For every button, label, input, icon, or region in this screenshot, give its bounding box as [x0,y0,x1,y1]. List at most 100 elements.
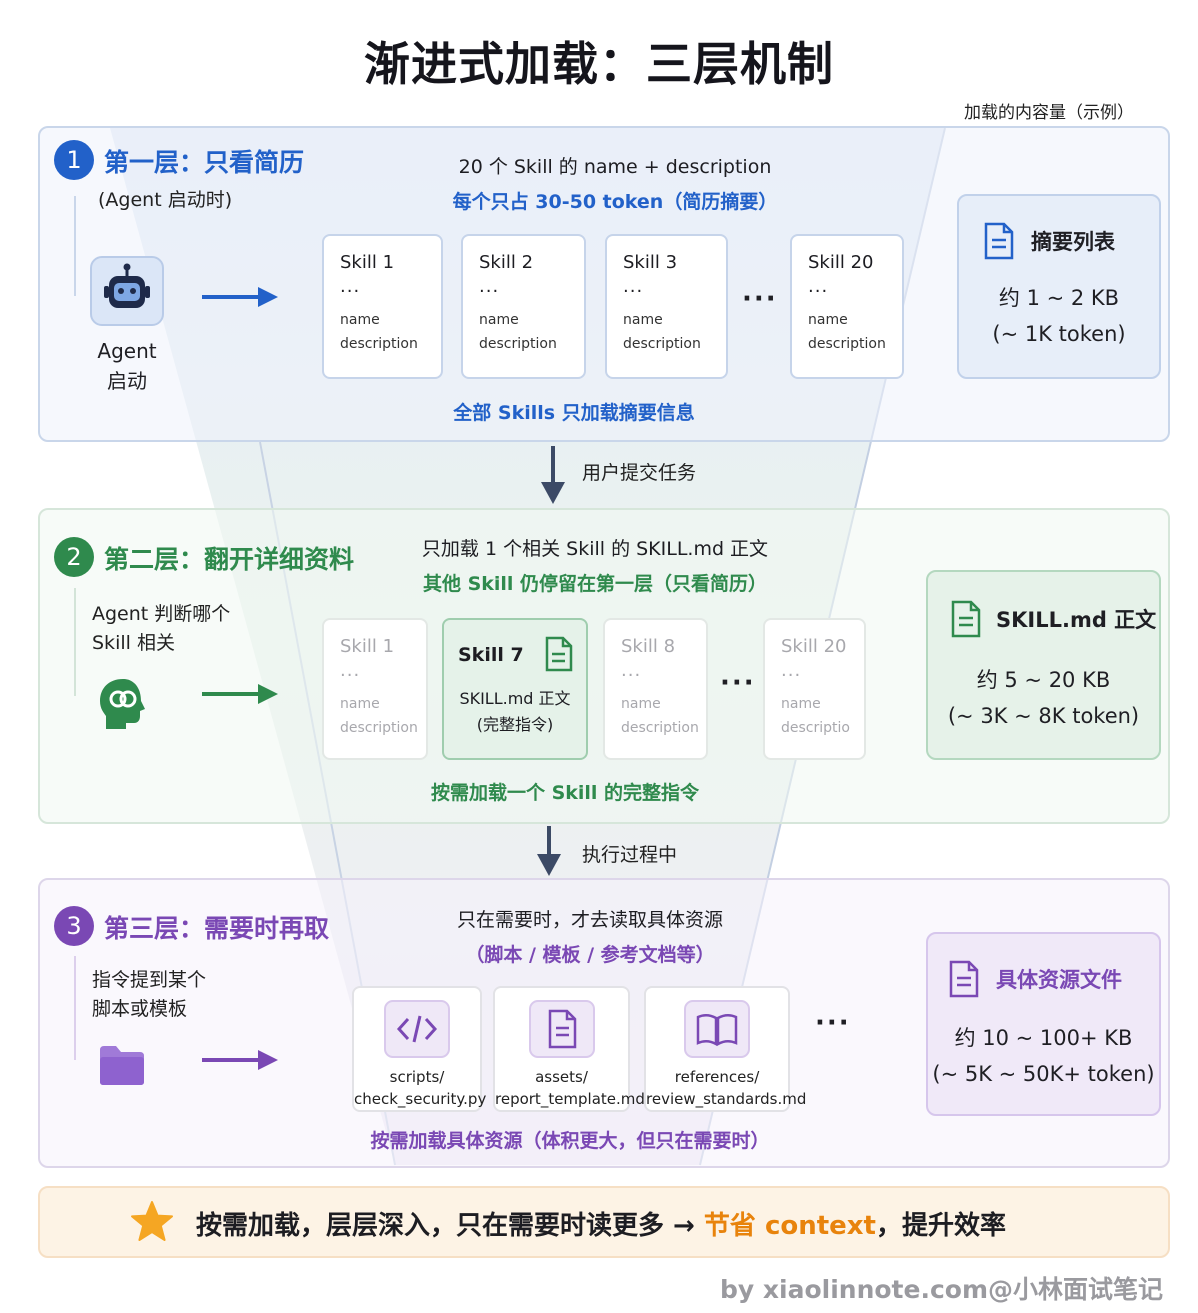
panel-tokens: (~ 5K ~ 50K+ token) [932,1062,1155,1086]
agent-avatar [90,256,164,326]
step-2-arrow [537,826,561,876]
skill-line1: name [340,312,380,328]
skill-line2: descriptio [781,720,850,736]
code-icon [396,1015,438,1043]
resource-line2: review_standards.md [646,1090,807,1108]
step-1-label: 用户提交任务 [582,462,697,484]
skill-line2: description [340,336,418,352]
skill-line1: name [479,312,519,328]
panel-tokens: (~ 3K ~ 8K token) [947,704,1140,728]
resource-label: assets/report_template.md [495,1066,645,1110]
layer-2-subtext: Agent 判断哪个 Skill 相关 [92,600,230,658]
skill-dots: ··· [340,281,361,302]
skill-card: Skill 20 ··· name description [790,234,904,379]
layer-2-ellipsis: ··· [720,668,756,698]
resource-card: assets/report_template.md [493,986,645,1112]
resource-label: references/review_standards.md [646,1066,807,1110]
layer-2-arrow [202,684,278,704]
skill-meta: name description [479,308,568,356]
panel-title: SKILL.md 正文 [996,608,1157,632]
layer-1-top-line: 20 个 Skill 的 name + description [458,156,772,178]
layer-3-arrow [202,1050,278,1070]
layer-2-badge: 2 [54,537,94,577]
layer-1-heading: 第一层：只看简历 [104,148,305,177]
skill-dots: ··· [808,281,829,302]
layer-2-top-sub: 其他 Skill 仍停留在第一层（只看简历） [422,573,768,595]
layer-3-size-panel: 具体资源文件 约 10 ~ 100+ KB (~ 5K ~ 50K+ token… [926,932,1161,1116]
skill-line2: description [621,720,699,736]
layer-3-top-line: 只在需要时，才去读取具体资源 [456,909,723,931]
banner-accent: 节省 context [703,1211,876,1241]
panel-header: 摘要列表 [959,220,1159,260]
skill-name: Skill 8 [621,636,676,657]
layer-1-subtext: (Agent 启动时) [98,189,233,211]
brain-head-icon [100,679,145,729]
skill-card-active: Skill 7 SKILL.md 正文 (完整指令) [442,618,588,760]
resource-line1: scripts/ [389,1068,445,1086]
skill-dots: ··· [781,665,802,686]
resource-line2: check_security.py [354,1090,487,1108]
resource-label: scripts/check_security.py [354,1066,487,1110]
agent-label-line1: Agent [97,339,157,363]
step-2-label: 执行过程中 [582,844,678,866]
resource-icon-box [684,1000,750,1058]
skill-line1: name [340,696,380,712]
panel-title: 具体资源文件 [996,968,1122,992]
resource-card: scripts/check_security.py [352,986,487,1112]
skill-line1: name [623,312,663,328]
banner-text: 按需加载，层层深入，只在需要时读更多 → 节省 context，提升效率 [196,1205,1006,1242]
active-card-body: SKILL.md 正文 (完整指令) [444,686,586,738]
panel-title: 摘要列表 [1031,230,1115,254]
document-icon [951,600,981,638]
layer-3-ellipsis: ··· [815,1008,851,1038]
skill-name: Skill 3 [623,252,678,273]
skill-meta: name description [340,308,425,356]
active-card-line2: (完整指令) [476,715,554,734]
document-icon [984,222,1014,260]
skill-name: Skill 20 [808,252,874,273]
skill-name: Skill 7 [458,644,524,666]
step-1-arrow [541,446,565,504]
skill-dots: ··· [479,281,500,302]
skill-card: Skill 3 ··· name description [605,234,728,379]
skill-dots: ··· [340,665,361,686]
document-icon [949,960,979,998]
skill-line2: description [479,336,557,352]
skill-dots: ··· [621,665,642,686]
active-card-line1: SKILL.md 正文 [459,689,571,708]
skill-line1: name [808,312,848,328]
layer-3-footer: 按需加载具体资源（体积更大，但只在需要时） [370,1130,770,1152]
skill-name: Skill 1 [340,252,395,273]
resource-icon-box [384,1000,450,1058]
skill-card: Skill 1 ··· name description [322,234,443,379]
skill-line1: name [621,696,661,712]
skill-dots: ··· [623,281,644,302]
document-icon [545,636,573,672]
page-title: 渐进式加载：三层机制 [364,37,834,91]
skill-name: Skill 20 [781,636,847,657]
panel-header: 具体资源文件 [928,958,1159,998]
layer-3-subtext: 指令提到某个 脚本或模板 [92,966,206,1024]
resource-card: references/review_standards.md [644,986,807,1112]
skill-meta: name description [623,308,710,356]
panel-tokens: (~ 1K token) [992,322,1126,346]
layer-1-badge: 1 [54,140,94,180]
subtext-line1: Agent 判断哪个 [92,603,231,625]
resource-icon-box [528,1000,595,1058]
resource-line2: report_template.md [495,1090,645,1108]
skill-line2: description [623,336,701,352]
subtext-line2: 脚本或模板 [92,998,188,1020]
layer-1-connector [74,196,76,296]
layer-1-ellipsis: ··· [742,284,778,314]
layer-3-heading: 第三层：需要时再取 [104,914,330,943]
skill-line2: description [808,336,886,352]
resource-line1: references/ [674,1068,760,1086]
layer-2-connector [74,588,76,696]
banner-main: 按需加载，层层深入，只在需要时读更多 → [196,1211,704,1241]
skill-meta: name description [808,308,886,356]
layer-1-size-panel: 摘要列表 约 1 ~ 2 KB (~ 1K token) [957,194,1161,379]
layer-1-arrow [202,287,278,307]
